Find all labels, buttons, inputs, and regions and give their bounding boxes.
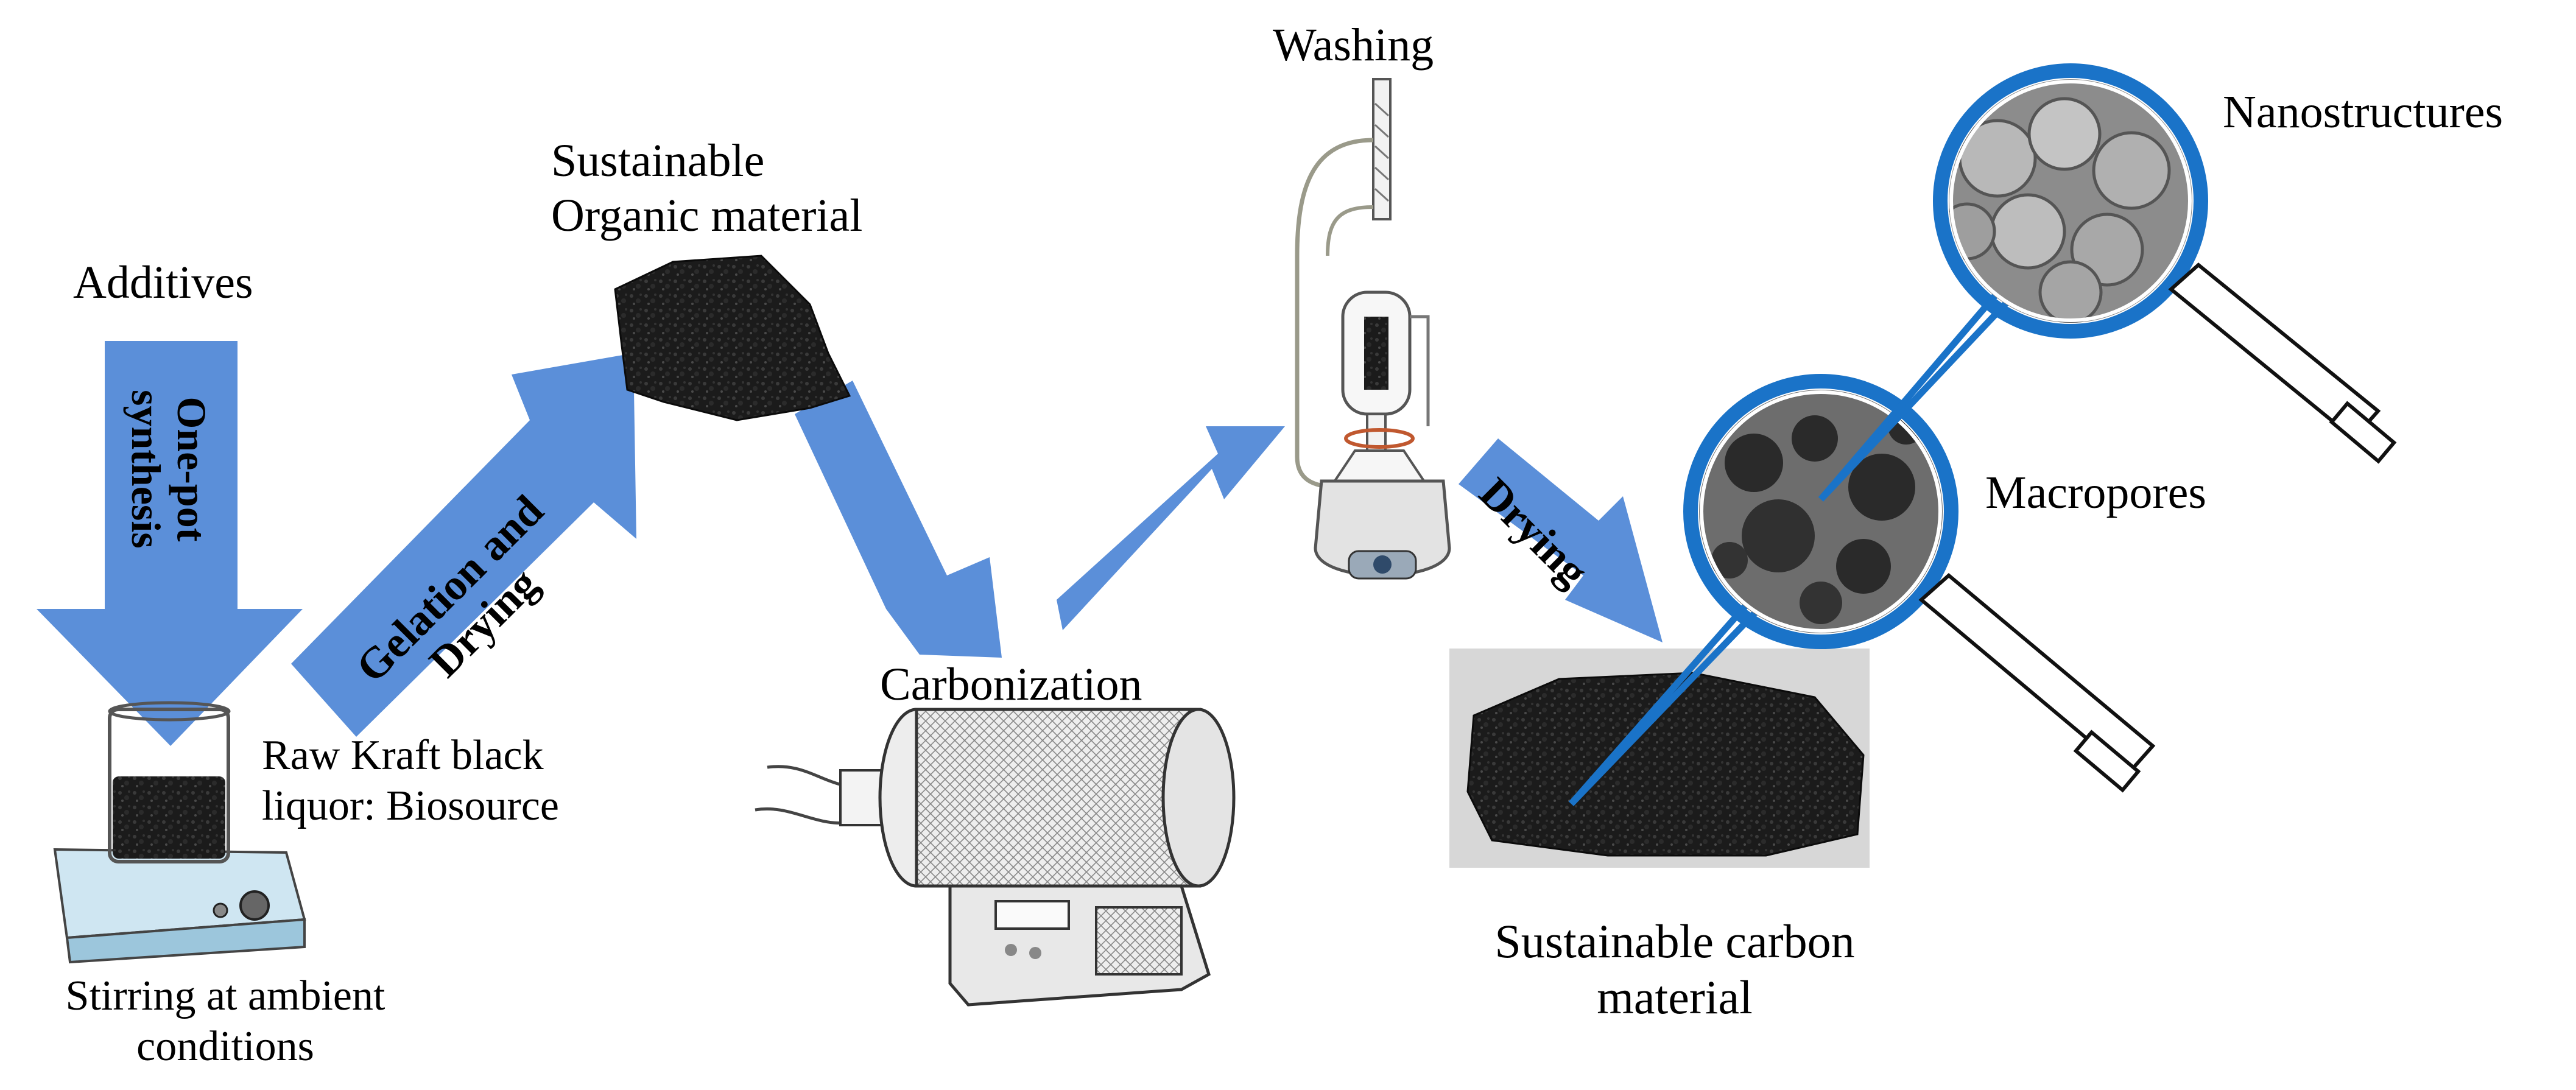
stirring-hotplate-icon bbox=[53, 701, 306, 964]
arrow-gelation-up bbox=[291, 353, 636, 737]
arrow-to-carbonization bbox=[795, 381, 1002, 658]
label-sustainable-organic-line1: Sustainable bbox=[551, 135, 765, 186]
label-additives: Additives bbox=[73, 257, 253, 308]
organic-material-lump bbox=[614, 255, 851, 421]
carbon-material-photo bbox=[1449, 649, 1870, 868]
label-nanostructures: Nanostructures bbox=[2223, 86, 2504, 138]
label-raw-kraft-line1: Raw Kraft black bbox=[262, 732, 544, 779]
soxhlet-extractor-icon bbox=[1295, 78, 1451, 580]
label-raw-kraft: Raw Kraft black liquor: Biosource bbox=[262, 731, 559, 831]
label-sustainable-carbon-line2: material bbox=[1597, 971, 1753, 1024]
label-macropores: Macropores bbox=[1985, 467, 2206, 518]
magnifier-icon bbox=[1568, 374, 2156, 806]
label-stirring: Stirring at ambient conditions bbox=[24, 971, 426, 1072]
label-one-pot: One-pot synthesis bbox=[123, 390, 215, 549]
tube-furnace-icon bbox=[755, 708, 1236, 1007]
arrow-to-washing bbox=[1057, 426, 1285, 630]
arrow-drying bbox=[1459, 438, 1663, 642]
arrow-one-pot-down bbox=[37, 341, 303, 746]
label-one-pot-line2: synthesis bbox=[123, 390, 170, 549]
label-raw-kraft-line2: liquor: Biosource bbox=[262, 782, 559, 829]
label-carbonization: Carbonization bbox=[880, 659, 1142, 710]
label-sustainable-organic: Sustainable Organic material bbox=[551, 134, 862, 243]
label-washing: Washing bbox=[1273, 19, 1434, 71]
label-sustainable-carbon-line1: Sustainable carbon bbox=[1494, 915, 1855, 968]
magnifier-icon bbox=[1818, 63, 2397, 502]
label-stirring-line2: conditions bbox=[136, 1022, 314, 1070]
label-sustainable-organic-line2: Organic material bbox=[551, 189, 863, 241]
label-stirring-line1: Stirring at ambient bbox=[65, 972, 385, 1019]
label-sustainable-carbon: Sustainable carbon material bbox=[1419, 913, 1930, 1025]
label-one-pot-line1: One-pot bbox=[169, 396, 215, 542]
